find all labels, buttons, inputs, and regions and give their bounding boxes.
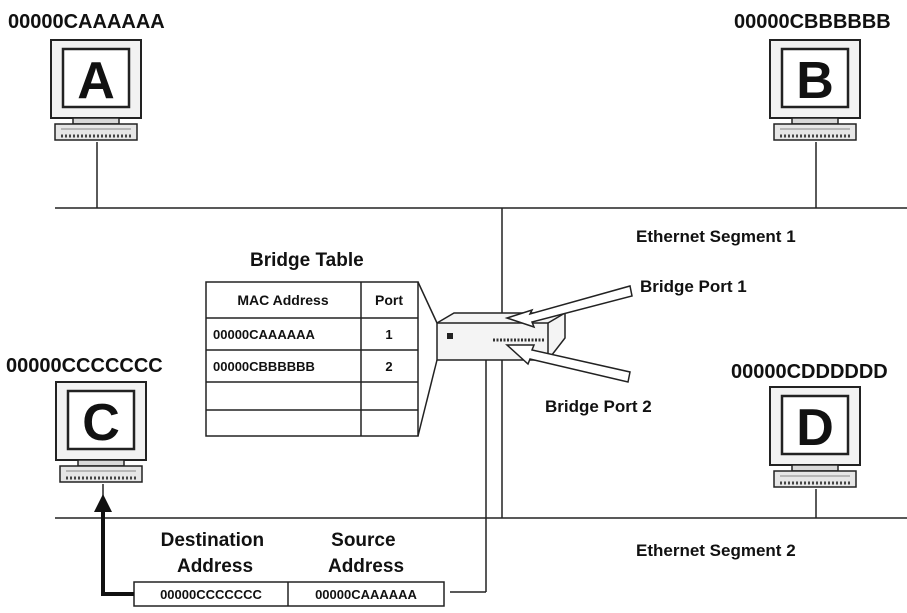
computer-a: A — [49, 38, 143, 142]
source-label: Source Address — [328, 530, 404, 577]
destination-word-1: Destination — [161, 530, 264, 551]
bridge-port-1-label: Bridge Port 1 — [640, 277, 747, 296]
table-cell-port: 1 — [385, 327, 392, 342]
computer-letter: B — [796, 52, 834, 110]
table-header-mac: MAC Address — [237, 292, 328, 308]
mac-address-b: 00000CBBBBBB — [734, 11, 891, 33]
computer-b: B — [768, 38, 862, 142]
frame-to-c-arrow — [94, 494, 134, 596]
computer-letter: A — [77, 52, 115, 110]
bridge-port-2-arrow — [505, 344, 631, 383]
frame-destination-value: 00000CCCCCCC — [160, 587, 262, 602]
table-callout-top — [417, 281, 438, 324]
bridge-table-title: Bridge Table — [250, 250, 364, 271]
bridge-table: MAC Address Port 00000CAAAAAA 1 00000CBB… — [205, 281, 419, 437]
bridge-port-2-label: Bridge Port 2 — [545, 397, 652, 416]
segment-1-label: Ethernet Segment 1 — [636, 227, 796, 246]
source-word-2: Address — [328, 556, 404, 577]
computer-letter: C — [82, 394, 120, 452]
computer-d: D — [768, 385, 862, 489]
table-header-port: Port — [375, 292, 403, 308]
network-lines — [55, 142, 907, 519]
computer-letter: D — [796, 399, 834, 457]
destination-label: Destination Address — [161, 530, 270, 577]
mac-address-c: 00000CCCCCCC — [6, 355, 163, 377]
table-callout-bottom — [417, 359, 438, 437]
computer-c: C — [54, 380, 148, 484]
table-cell-port: 2 — [385, 359, 392, 374]
segment-2-label: Ethernet Segment 2 — [636, 541, 796, 560]
destination-word-2: Address — [177, 556, 253, 577]
frame-box: 00000CCCCCCC 00000CAAAAAA — [133, 581, 445, 607]
table-cell-mac: 00000CBBBBBB — [213, 359, 315, 374]
source-word-1: Source — [331, 530, 395, 551]
frame-source-value: 00000CAAAAAA — [315, 587, 417, 602]
mac-address-a: 00000CAAAAAA — [8, 11, 165, 33]
bridge-port-1-arrow — [504, 285, 633, 329]
mac-address-d: 00000CDDDDDD — [731, 361, 888, 383]
table-cell-mac: 00000CAAAAAA — [213, 327, 315, 342]
